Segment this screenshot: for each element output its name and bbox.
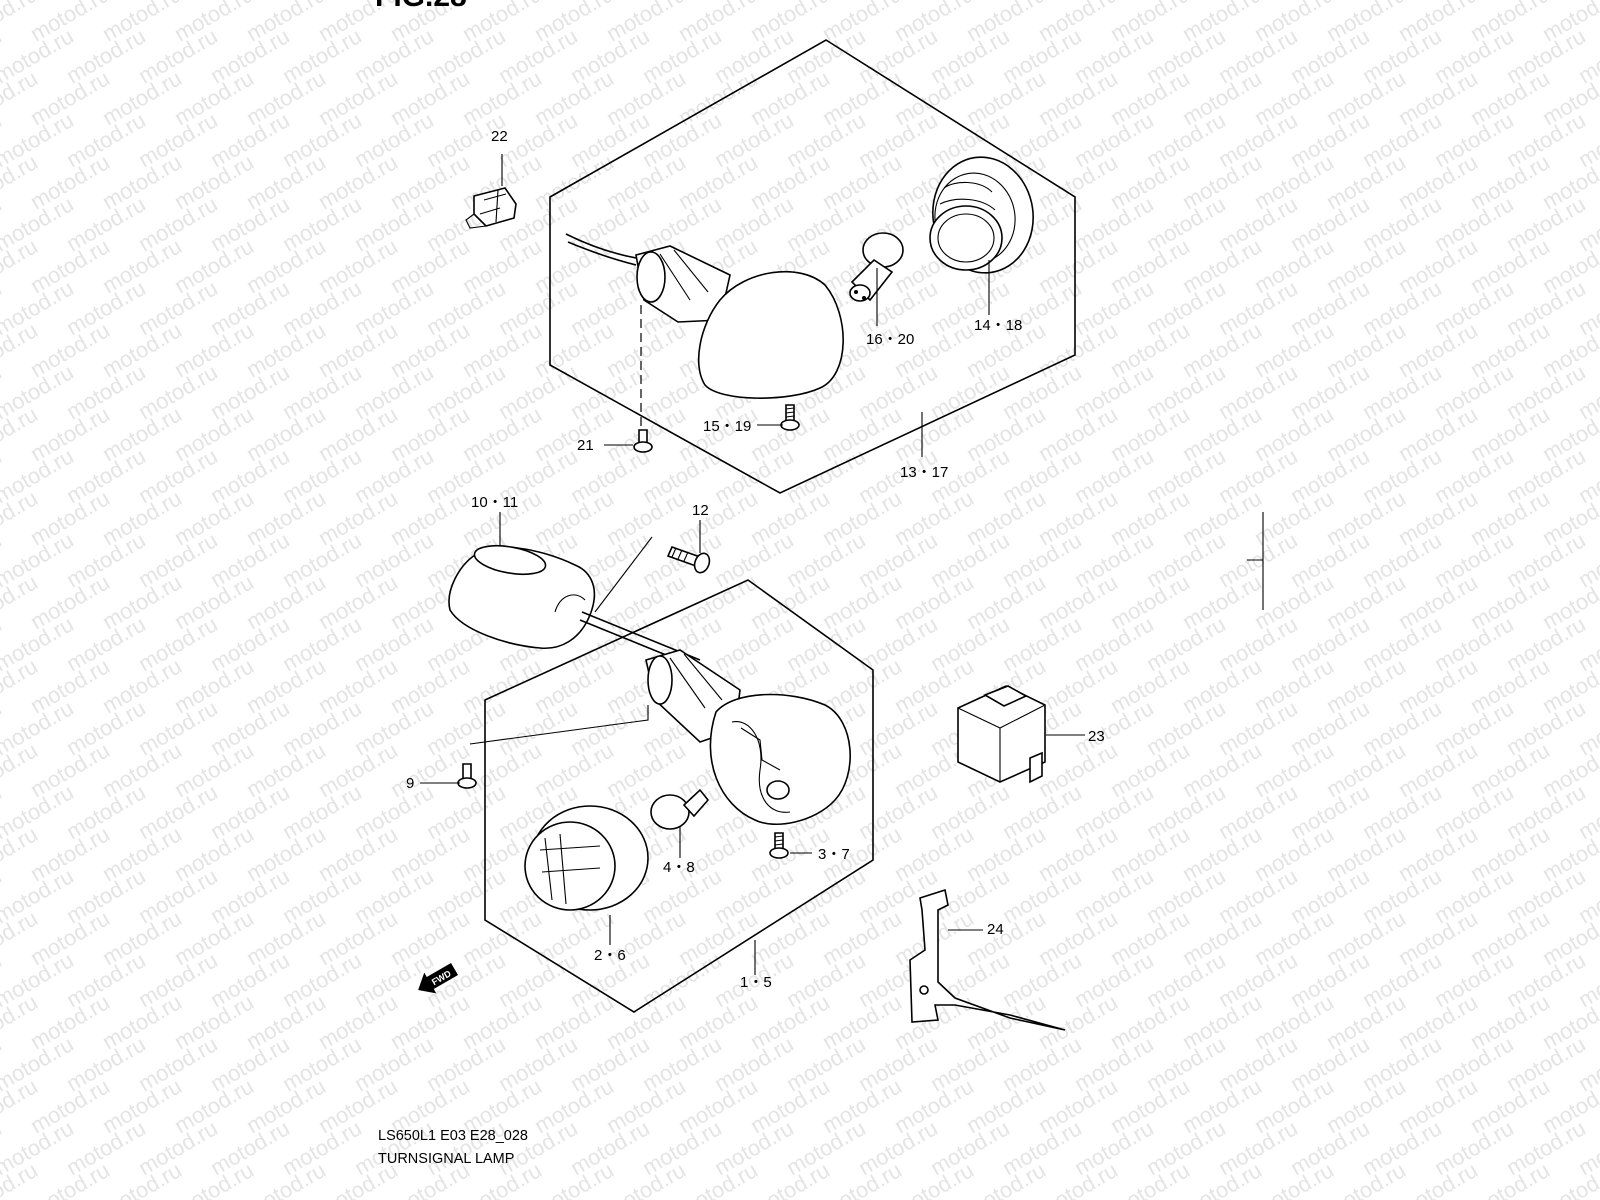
label-12: 12: [692, 502, 709, 519]
label-15-19: 15・19: [703, 418, 751, 435]
label-9: 9: [406, 775, 414, 792]
label-4-8: 4・8: [663, 859, 695, 876]
label-1-5: 1・5: [740, 974, 772, 991]
label-21: 21: [577, 437, 594, 454]
label-24: 24: [987, 921, 1004, 938]
label-23: 23: [1088, 728, 1105, 745]
label-16-20: 16・20: [866, 331, 914, 348]
label-22: 22: [491, 128, 508, 145]
watermark-text: motod.ru: [1574, 0, 1600, 4]
diagram-title: TURNSIGNAL LAMP: [378, 1151, 514, 1167]
model-code: LS650L1 E03 E28_028: [378, 1128, 528, 1144]
label-3-7: 3・7: [818, 846, 850, 863]
label-14-18: 14・18: [974, 317, 1022, 334]
label-10-11: 10・11: [471, 494, 518, 511]
label-2-6: 2・6: [594, 947, 626, 964]
bulb-part-4-8[interactable]: [650, 788, 710, 830]
label-13-17: 13・17: [900, 464, 948, 481]
figure-title: FIG.28: [375, 0, 467, 13]
